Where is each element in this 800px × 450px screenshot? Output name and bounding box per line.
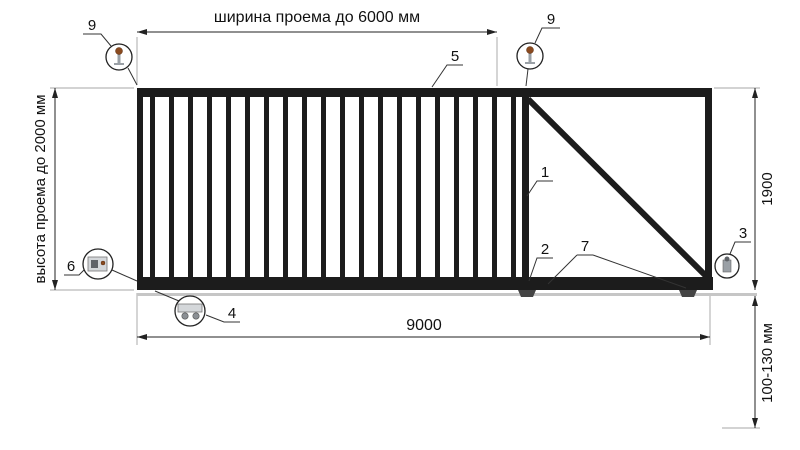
dimension-arrow xyxy=(137,29,147,35)
ground-line xyxy=(137,293,757,296)
leader-line xyxy=(729,241,751,255)
picket xyxy=(340,97,345,277)
opening-width-label: ширина проема до 6000 мм xyxy=(214,9,420,26)
dimension-arrow xyxy=(752,296,758,306)
callout-number-7: 7 xyxy=(581,238,589,255)
leader-line xyxy=(534,27,560,44)
leader-line xyxy=(127,67,138,86)
picket xyxy=(359,97,364,277)
picket xyxy=(435,97,440,277)
carriage-wheel xyxy=(181,312,189,320)
picket xyxy=(473,97,478,277)
callout-number-5: 5 xyxy=(451,48,459,65)
roller-carriage-right xyxy=(679,290,697,297)
callout-1: 1 xyxy=(526,164,553,197)
carriage-wheel xyxy=(192,312,200,320)
ground-clearance-label: 100-130 мм xyxy=(759,323,776,403)
leader-line xyxy=(528,257,553,282)
leader-line xyxy=(205,314,240,323)
bottom-beam xyxy=(137,277,713,290)
callout-number-9-left: 9 xyxy=(88,17,96,34)
callout-number-2: 2 xyxy=(541,241,549,258)
callout-2: 2 xyxy=(528,241,553,282)
picket xyxy=(416,97,421,277)
leader-line xyxy=(154,290,180,302)
right-post xyxy=(705,88,712,290)
dimension-arrow xyxy=(52,280,58,290)
callout-number-1: 1 xyxy=(541,164,549,181)
dimension-arrow xyxy=(52,88,58,98)
callout-9-left: 9 xyxy=(83,17,138,86)
pickets xyxy=(150,97,516,277)
catcher-icon xyxy=(87,256,108,272)
leader-line xyxy=(592,254,687,289)
picket xyxy=(264,97,269,277)
callout-6: 6 xyxy=(64,248,138,282)
picket xyxy=(302,97,307,277)
callout-number-4: 4 xyxy=(228,305,236,322)
dimension-opening-width: ширина проема до 6000 мм xyxy=(137,9,497,35)
dimension-arrow xyxy=(487,29,497,35)
picket xyxy=(245,97,250,277)
leader-line xyxy=(431,64,463,88)
carriage-icon xyxy=(177,303,203,320)
callout-number-9-right: 9 xyxy=(547,11,555,28)
picket xyxy=(169,97,174,277)
picket xyxy=(454,97,459,277)
picket xyxy=(511,97,516,277)
roller-carriage-left xyxy=(518,290,536,297)
end-roller-icon xyxy=(722,256,732,273)
leader-line xyxy=(64,269,85,276)
picket xyxy=(226,97,231,277)
dimension-ground-clearance: 100-130 мм xyxy=(752,296,776,428)
callout-4: 4 xyxy=(154,290,240,327)
leader-line xyxy=(111,269,138,282)
middle-post xyxy=(522,88,529,290)
opening-height-label: высота проема до 2000 мм xyxy=(32,94,49,283)
dimension-arrow xyxy=(137,334,147,340)
picket xyxy=(207,97,212,277)
extension-lines xyxy=(50,37,760,429)
picket xyxy=(321,97,326,277)
gate-height-label: 1900 xyxy=(759,172,776,205)
dimension-arrow xyxy=(752,88,758,98)
leader-line xyxy=(547,254,578,285)
dimension-arrow xyxy=(752,280,758,290)
dimension-arrow xyxy=(700,334,710,340)
callout-number-6: 6 xyxy=(67,258,75,275)
leader-line xyxy=(83,33,112,47)
top-rail xyxy=(137,88,712,97)
gate-structure xyxy=(137,88,713,297)
picket xyxy=(492,97,497,277)
diagonal-brace xyxy=(525,96,709,279)
picket xyxy=(397,97,402,277)
dimension-opening-height: высота проема до 2000 мм xyxy=(32,88,58,290)
picket xyxy=(188,97,193,277)
leader-line xyxy=(526,180,553,197)
dimension-gate-height: 1900 xyxy=(752,88,776,290)
callout-number-3: 3 xyxy=(739,225,747,242)
callout-9-right: 9 xyxy=(516,11,560,87)
callout-3: 3 xyxy=(714,225,751,279)
anchor-bracket-icon xyxy=(525,46,535,64)
picket xyxy=(150,97,155,277)
left-post xyxy=(137,88,143,290)
total-length-label: 9000 xyxy=(406,317,442,334)
callout-5: 5 xyxy=(431,48,463,88)
dimension-total-length: 9000 xyxy=(137,317,710,340)
picket xyxy=(378,97,383,277)
picket xyxy=(283,97,288,277)
dimension-arrow xyxy=(752,418,758,428)
anchor-bracket-icon xyxy=(114,47,124,65)
callout-7: 7 xyxy=(547,238,687,289)
leader-line xyxy=(525,68,529,87)
